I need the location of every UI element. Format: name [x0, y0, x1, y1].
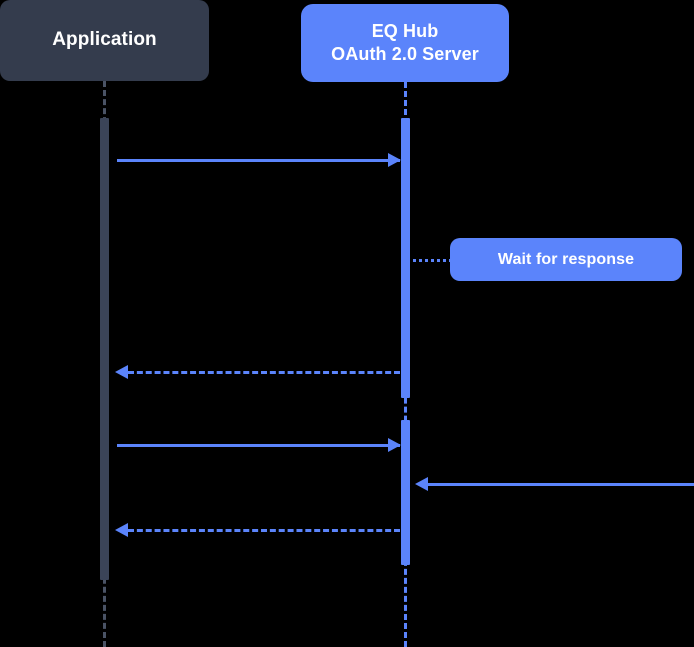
note-connector-wait-for-response	[406, 259, 452, 262]
message-2-line	[128, 371, 400, 374]
message-5-arrowhead	[115, 523, 128, 537]
activation-bar-eq-hub-1	[401, 118, 410, 398]
participant-application[interactable]: Application	[0, 0, 209, 81]
message-5-line	[128, 529, 400, 532]
activation-bar-application	[100, 118, 109, 580]
message-2-arrowhead	[115, 365, 128, 379]
participant-eq-hub[interactable]: EQ Hub OAuth 2.0 Server	[301, 4, 509, 82]
message-4-arrowhead	[415, 477, 428, 491]
message-3-line	[117, 444, 400, 447]
participant-eq-hub-label: EQ Hub OAuth 2.0 Server	[331, 20, 479, 66]
message-4-line	[428, 483, 694, 486]
participant-application-label: Application	[52, 29, 157, 51]
message-1-arrowhead	[388, 153, 401, 167]
message-3-arrowhead	[388, 438, 401, 452]
participant-eq-hub-label-line1: EQ Hub	[371, 20, 439, 41]
note-wait-for-response[interactable]: Wait for response	[450, 238, 682, 281]
note-wait-for-response-label: Wait for response	[497, 250, 635, 268]
participant-eq-hub-label-line2: OAuth 2.0 Server	[331, 44, 479, 64]
activation-bar-eq-hub-2	[401, 420, 410, 565]
message-1-line	[117, 159, 400, 162]
